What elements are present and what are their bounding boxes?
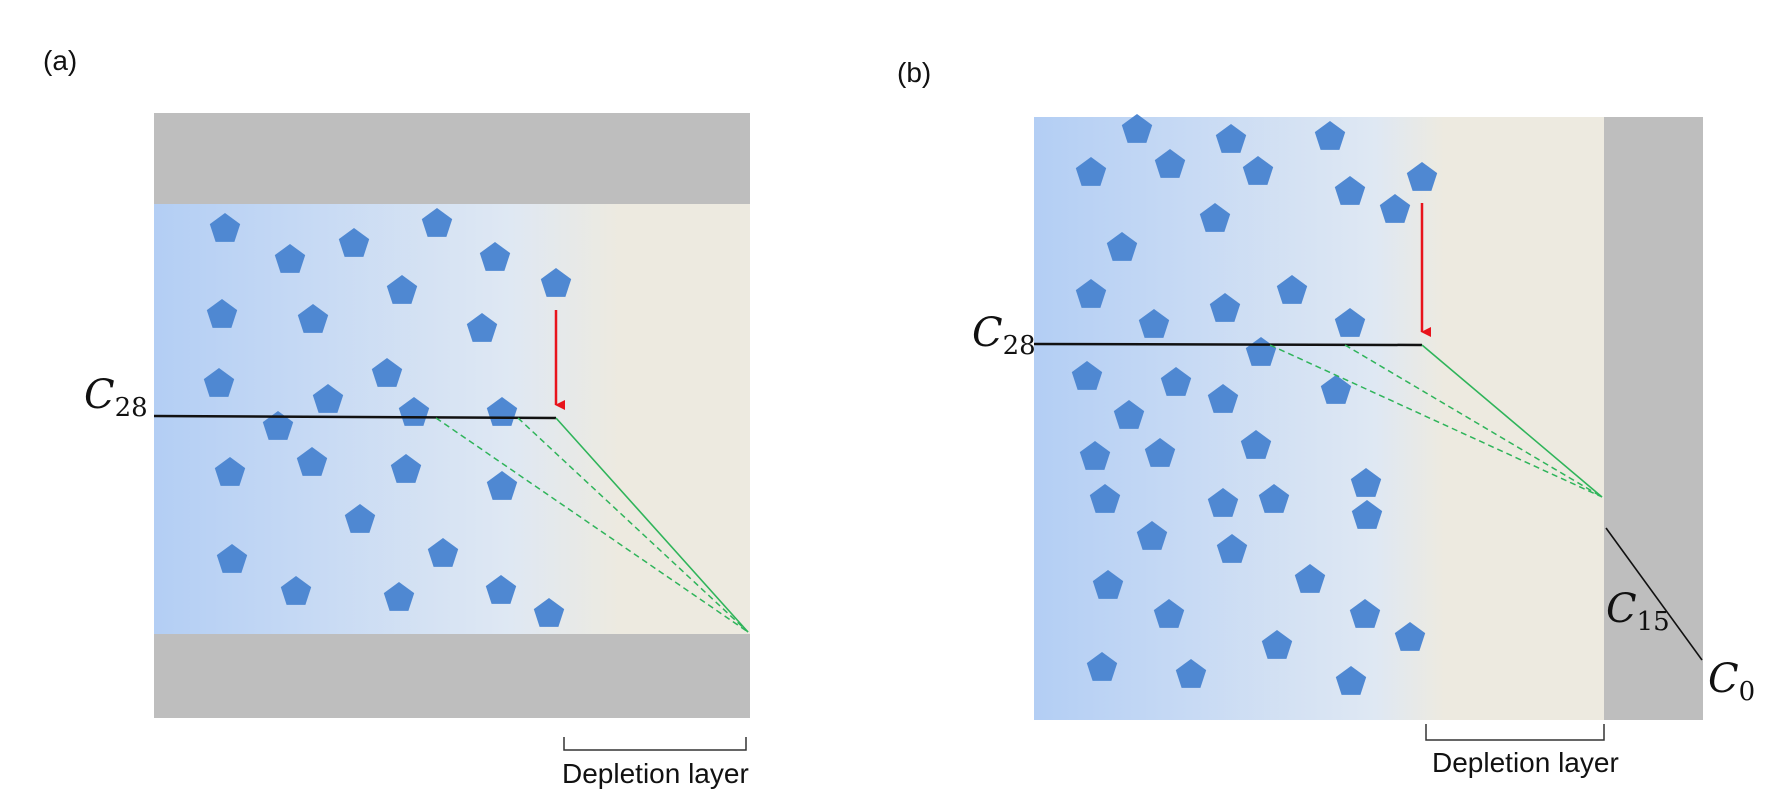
particle-pentagon [1153,599,1185,628]
particle-pentagon [1242,156,1274,185]
particle-pentagon [1258,484,1290,513]
particle-pentagon [540,268,572,297]
particle-pentagon [1394,622,1426,651]
particle-pentagon [1314,121,1346,150]
particle-pentagon [1136,521,1168,550]
particle-pentagon [296,447,328,476]
solution-region [154,204,750,634]
particle-pentagon [1113,400,1145,429]
particle-pentagon [262,411,294,440]
particle-pentagon [1207,384,1239,413]
particle-pentagon [209,213,241,242]
particle-pentagon [390,454,422,483]
depletion-layer-label: Depletion layer [1432,747,1619,778]
particle-pentagon [1075,279,1107,308]
particle-pentagon [1335,666,1367,695]
particle-pentagon [1216,534,1248,563]
particle-pentagon [1199,203,1231,232]
contact-line-dashed [517,417,749,633]
particle-pentagon [338,228,370,257]
depletion-bracket [1425,724,1605,741]
particle-pentagon [421,208,453,237]
contact-line-solid [555,417,749,633]
panel-a: (a) C28 Depletion layer [43,45,750,789]
panel-b-label: (b) [897,57,931,88]
particle-pentagon [206,299,238,328]
particle-pentagon [1209,293,1241,322]
contact-line-dashed [435,417,749,633]
top-wall [154,113,750,204]
particle-pentagon [1294,564,1326,593]
particle-pentagon [1379,194,1411,223]
particle-pentagon [1121,114,1153,143]
particle-pentagon [371,358,403,387]
particle-pentagon [1207,488,1239,517]
particle-pentagon [1240,430,1272,459]
particle-pentagon [203,368,235,397]
particle-pentagon [1144,438,1176,467]
depletion-layer-label: Depletion layer [562,758,749,789]
particle-pentagon [274,244,306,273]
particle-pentagon [486,471,518,500]
particle-pentagon [1276,275,1308,304]
pentagon-group-b [1071,114,1438,695]
contact-line-dashed [1269,344,1603,498]
contact-line-solid [1421,344,1603,498]
particle-pentagon [1334,308,1366,337]
particle-pentagon [1071,361,1103,390]
particle-pentagon [1154,149,1186,178]
pentagon-group-a [203,208,572,627]
particle-pentagon [216,544,248,573]
particle-pentagon [398,397,430,426]
particle-pentagon [1320,375,1352,404]
particle-pentagon [1350,468,1382,497]
particle-pentagon [1092,570,1124,599]
particle-pentagon [383,582,415,611]
particle-pentagon [386,275,418,304]
particle-pentagon [312,384,344,413]
particle-pentagon [280,576,312,605]
particle-pentagon [1334,176,1366,205]
level-line [1033,342,1423,347]
particle-pentagon [466,313,498,342]
depletion-bracket [563,737,747,751]
particle-pentagon [485,575,517,604]
wall-label-c15: C15 [1606,586,1670,637]
wall-label-c0: C0 [1708,656,1755,707]
level-line [153,414,557,420]
bottom-wall [154,634,750,718]
particle-pentagon [1079,441,1111,470]
particle-pentagon [1086,652,1118,681]
panel-a-label: (a) [43,45,77,76]
panel-b: (b) C28 C15 C0 Depletion layer [897,57,1755,778]
particle-pentagon [214,457,246,486]
particle-pentagon [1138,309,1170,338]
particle-pentagon [1351,500,1383,529]
wall-angle-line [1605,527,1703,661]
side-wall [1604,117,1703,720]
level-label-c28: C28 [84,372,148,423]
particle-pentagon [1406,162,1438,191]
particle-pentagon [297,304,329,333]
particle-pentagon [1215,124,1247,153]
particle-pentagon [1089,484,1121,513]
particle-pentagon [1106,232,1138,261]
particle-pentagon [479,242,511,271]
particle-pentagon [1175,659,1207,688]
particle-pentagon [533,598,565,627]
particle-pentagon [1075,157,1107,186]
particle-pentagon [1160,367,1192,396]
particle-pentagon [1261,630,1293,659]
particle-pentagon [427,538,459,567]
particle-pentagon [344,504,376,533]
level-label-c28: C28 [972,310,1036,361]
particle-pentagon [1349,599,1381,628]
